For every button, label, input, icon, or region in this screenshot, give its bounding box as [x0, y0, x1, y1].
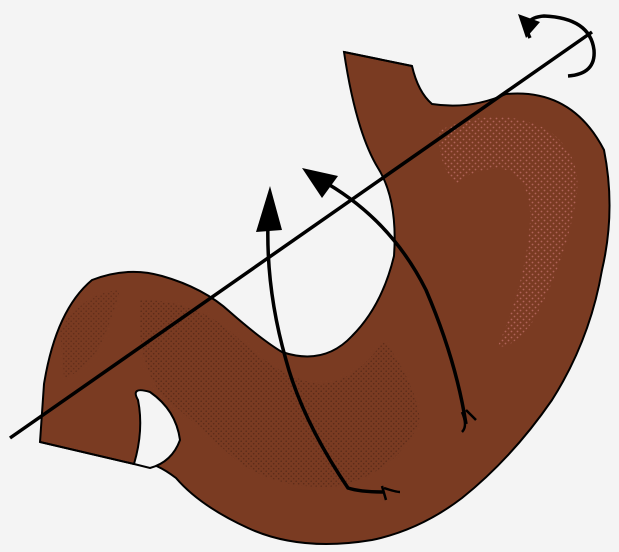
- stomach: [40, 52, 610, 544]
- arrowhead-icon: [256, 186, 282, 232]
- rotation-arrow-icon: [518, 14, 594, 76]
- arrowhead-icon: [302, 168, 338, 198]
